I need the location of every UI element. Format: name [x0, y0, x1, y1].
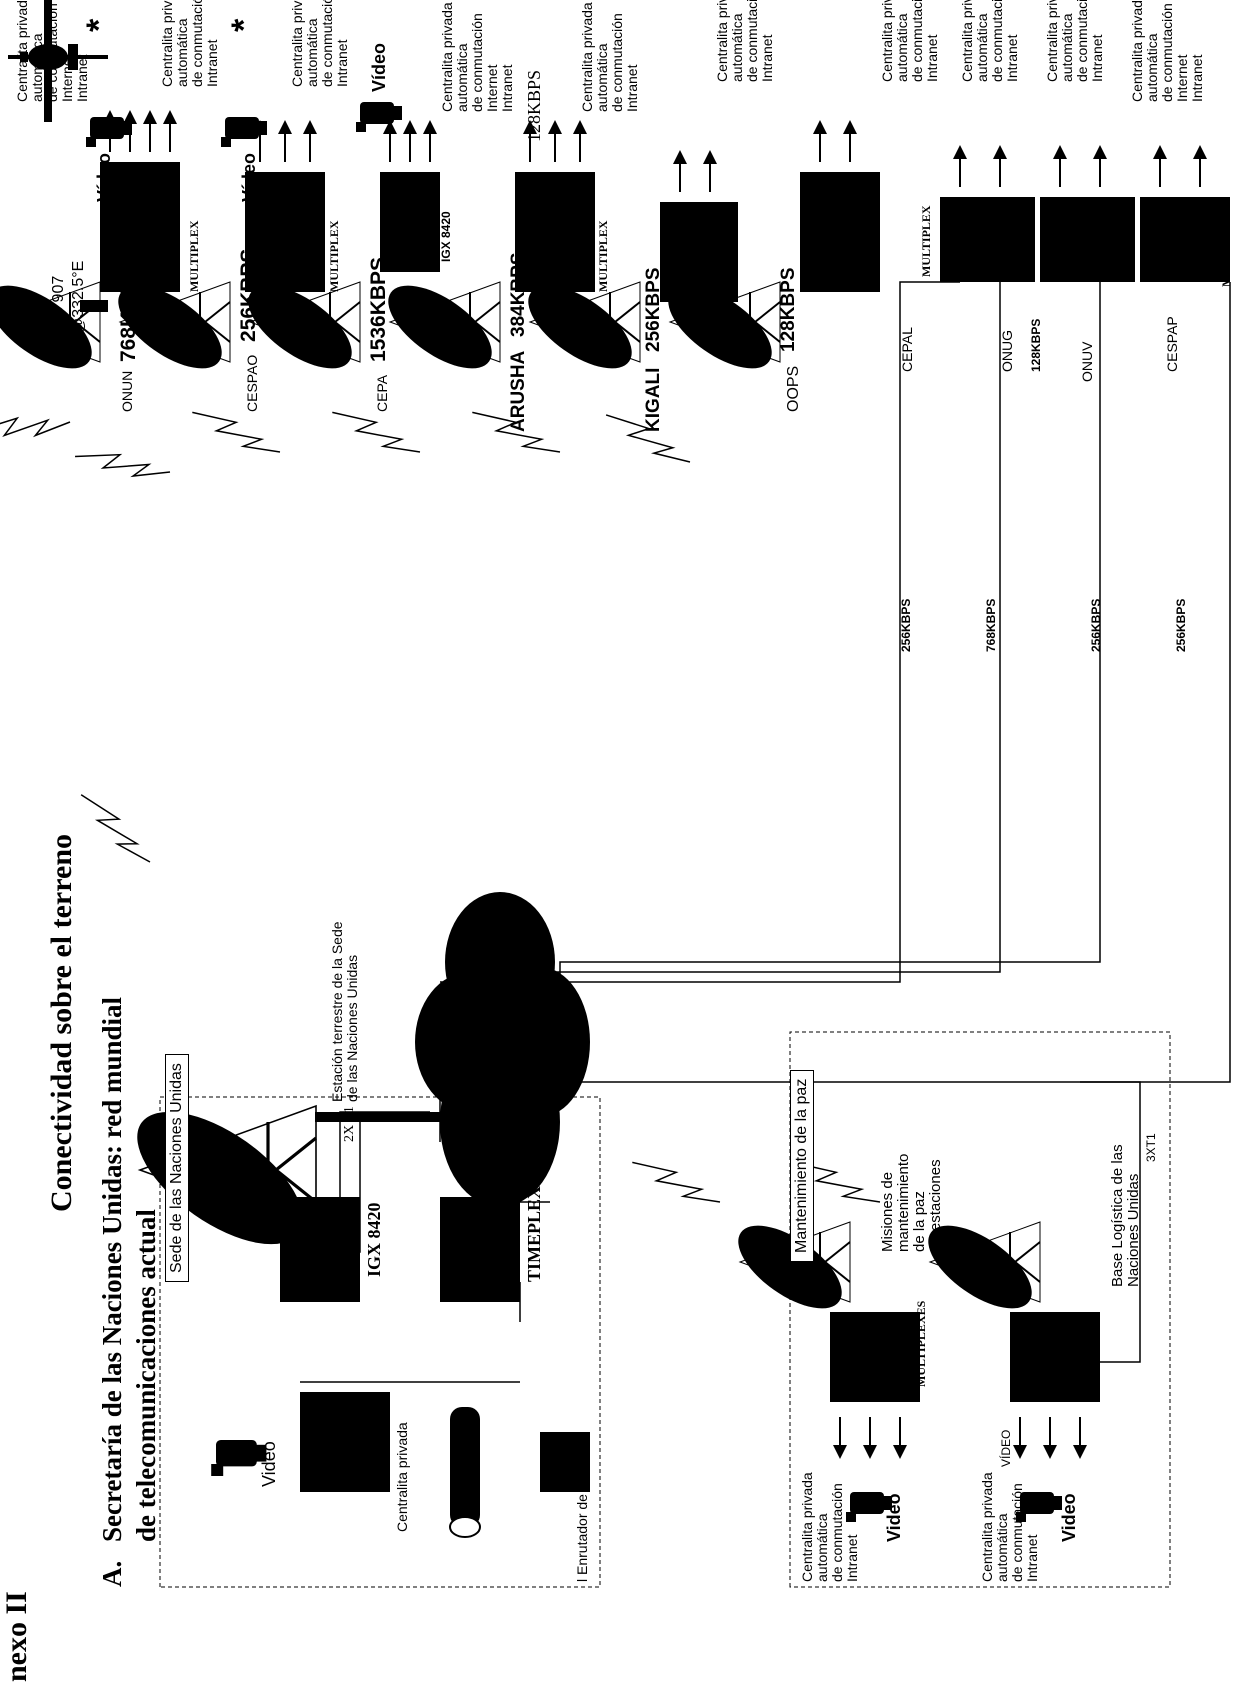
peacekeeping-video-caps: VÍDEO — [999, 1429, 1013, 1467]
rate-cespao: 256KBPS — [237, 248, 260, 342]
earth-station-line1: Estación terrestre de la Sede — [329, 921, 345, 1102]
rate-cepal: 256KBPS — [899, 598, 913, 652]
link-3xt1: 3XT1 — [1144, 1133, 1158, 1162]
onug-onuv-link: 128KBPS — [1029, 318, 1043, 372]
satellite-icon — [8, 0, 108, 122]
link-2xt1: 2X T1 — [342, 1106, 357, 1142]
peacekeeping-dashed-box — [789, 1031, 1171, 1588]
star-onun: * — [80, 18, 118, 32]
network-cloud-icon — [415, 892, 590, 1207]
site-cespap: CESPAP — [1164, 316, 1180, 372]
mux-oops: MULTIPLEX — [804, 190, 818, 262]
mux-cespap: MULTIPLEX — [1219, 215, 1233, 287]
site-cepal: CEPAL — [899, 327, 915, 372]
rate-cepa: 1536KBPS — [367, 256, 390, 362]
rate-cespap: 256KBPS — [1174, 598, 1188, 652]
rate-kigali-extra: 128KBPS — [524, 69, 544, 142]
igx-box — [280, 1197, 360, 1302]
rate-arusha: 384KBPS — [508, 252, 529, 338]
peacekeeping-video-b: Video — [1059, 1493, 1079, 1542]
hq-box-label: Sede de las Naciones Unidas — [165, 1054, 189, 1282]
rate-onun: 768KBPS — [117, 268, 140, 362]
star-cespao: * — [225, 18, 263, 32]
site-cepa: CEPA — [374, 374, 390, 412]
video-cepa: Vídeo — [369, 42, 389, 92]
rate-onug: 768KBPS — [984, 598, 998, 652]
mux-onuv: MULTIPLEX — [1089, 205, 1103, 277]
satellite-name: IS 907 — [50, 275, 67, 322]
pbx-label: Centralita privada — [394, 1422, 410, 1532]
peacekeeping-box-label: Mantenimiento de la paz — [790, 1069, 814, 1262]
peacekeeping-mux: MULTIPLEXES — [914, 1300, 928, 1387]
mux-kigali: MULTIPLEX — [669, 205, 683, 277]
site-oops: OOPS — [785, 365, 802, 412]
mux-cepa: IGX 8420 — [439, 211, 453, 262]
annex-label: nexo II — [0, 1591, 33, 1682]
satellite-position: @332.5°E — [70, 260, 87, 334]
site-cespao: CESPAO — [244, 354, 260, 412]
site-onug: ONUG — [999, 330, 1015, 372]
section-letter: A. — [97, 1560, 127, 1587]
rate-oops: 128KBPS — [778, 267, 799, 353]
peacekeeping-video-a: Video — [884, 1493, 904, 1542]
video-onun: Vídeo — [94, 152, 114, 202]
page-title: Conectividad sobre el terreno — [45, 833, 78, 1212]
hq-dashed-box — [159, 1096, 601, 1588]
mux-arusha: MULTIPLEX — [596, 220, 610, 292]
site-onuv: ONUV — [1079, 341, 1095, 382]
router-icon — [540, 1432, 590, 1492]
section-title-line1: Secretaría de las Naciones Unidas: red m… — [97, 996, 127, 1542]
earth-station-line2: de las Naciones Unidas — [344, 954, 360, 1102]
remote-site-graphics — [0, 109, 1230, 386]
router-label: l Enrutador de Internet — [574, 1442, 590, 1582]
pbx-cylinder-icon — [449, 1407, 481, 1538]
mux-cepal: MULTIPLEX — [919, 205, 933, 277]
timeplex-box — [440, 1197, 520, 1302]
site-arusha: ARUSHA — [508, 350, 529, 432]
timeplex-label: TIMEPLEX — [524, 1185, 544, 1282]
rate-onuv: 256KBPS — [1089, 598, 1103, 652]
leased-lines — [440, 281, 1231, 1083]
rate-kigali: 256KBPS — [643, 267, 664, 353]
pbx-box — [300, 1392, 390, 1492]
mux-onun: MULTIPLEX — [187, 220, 201, 292]
igx-label: IGX 8420 — [364, 1202, 384, 1277]
section-title-line2: de telecomunicaciones actual — [131, 1209, 161, 1542]
site-onun: ONUN — [119, 370, 135, 412]
hq-video-label: Video — [259, 1441, 279, 1487]
hq-satellite-link-icon — [80, 779, 151, 878]
mux-cespao: MULTIPLEX — [327, 220, 341, 292]
video-cespao: Vídeo — [239, 152, 259, 202]
site-kigali: KIGALI — [643, 367, 664, 432]
